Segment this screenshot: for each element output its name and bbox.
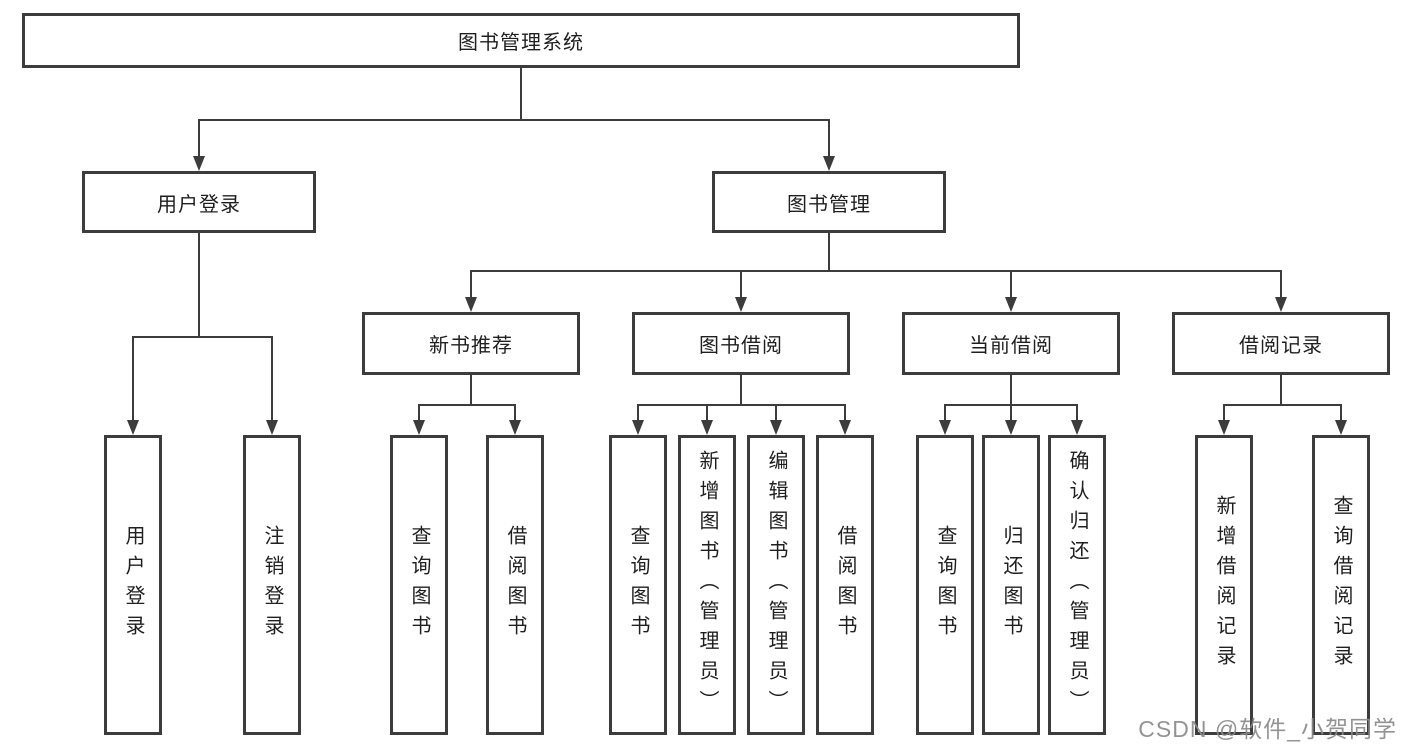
arrow-down-icon xyxy=(735,297,747,312)
leaf-add-borrow-record: 新增借阅记录 xyxy=(1195,435,1253,735)
connector-line xyxy=(1340,404,1342,422)
arrow-down-icon xyxy=(1005,420,1017,435)
connector-line xyxy=(470,270,472,299)
leaf-recommend-borrow-book: 借阅图书 xyxy=(486,435,544,735)
connector-line xyxy=(470,270,1282,272)
node-book-borrow-label: 图书借阅 xyxy=(699,335,783,357)
arrow-down-icon xyxy=(939,420,951,435)
connector-line xyxy=(740,375,742,405)
connector-line xyxy=(1076,404,1078,422)
node-new-book-recommend-label: 新书推荐 xyxy=(429,335,513,357)
connector-line xyxy=(271,336,273,422)
connector-line xyxy=(1223,404,1342,406)
node-book-management: 图书管理 xyxy=(712,171,946,233)
arrow-down-icon xyxy=(632,420,644,435)
arrow-down-icon xyxy=(823,156,835,171)
connector-line xyxy=(514,404,516,422)
arrow-down-icon xyxy=(1275,297,1287,312)
leaf-recommend-borrow-book-label: 借阅图书 xyxy=(504,525,526,645)
connector-line xyxy=(1223,404,1225,422)
leaf-borrow-book-label: 借阅图书 xyxy=(834,525,856,645)
leaf-user-login-label: 用户登录 xyxy=(122,525,144,645)
arrow-down-icon xyxy=(1218,420,1230,435)
node-current-borrow: 当前借阅 xyxy=(902,312,1120,375)
leaf-logout-label: 注销登录 xyxy=(261,525,283,645)
leaf-borrow-query-book: 查询图书 xyxy=(609,435,667,735)
connector-line xyxy=(418,404,516,406)
leaf-logout: 注销登录 xyxy=(243,435,301,735)
arrow-down-icon xyxy=(193,156,205,171)
arrow-down-icon xyxy=(1005,297,1017,312)
leaf-return-book-label: 归还图书 xyxy=(1000,525,1022,645)
connector-line xyxy=(198,233,200,337)
connector-line xyxy=(637,404,639,422)
leaf-edit-book-admin-label: 编辑图书（管理员） xyxy=(765,450,787,720)
connector-line xyxy=(828,119,830,158)
connector-line xyxy=(132,336,273,338)
connector-line xyxy=(706,404,708,422)
arrow-down-icon xyxy=(127,420,139,435)
connector-line xyxy=(198,119,830,121)
leaf-user-login: 用户登录 xyxy=(104,435,162,735)
node-user-login-label: 用户登录 xyxy=(157,193,241,216)
arrow-down-icon xyxy=(1335,420,1347,435)
arrow-down-icon xyxy=(266,420,278,435)
connector-line xyxy=(1280,270,1282,299)
connector-line xyxy=(198,119,200,158)
node-current-borrow-label: 当前借阅 xyxy=(969,335,1053,357)
arrow-down-icon xyxy=(465,297,477,312)
node-root: 图书管理系统 xyxy=(22,13,1020,68)
node-borrow-record-label: 借阅记录 xyxy=(1239,335,1323,357)
connector-line xyxy=(418,404,420,422)
connector-line xyxy=(132,336,134,422)
connector-line xyxy=(520,68,522,121)
arrow-down-icon xyxy=(770,420,782,435)
arrow-down-icon xyxy=(1071,420,1083,435)
connector-line xyxy=(740,270,742,299)
connector-line xyxy=(1010,375,1012,405)
node-book-borrow: 图书借阅 xyxy=(632,312,850,375)
node-borrow-record: 借阅记录 xyxy=(1172,312,1390,375)
leaf-confirm-return-admin-label: 确认归还（管理员） xyxy=(1066,450,1088,720)
leaf-borrow-query-book-label: 查询图书 xyxy=(627,525,649,645)
connector-line xyxy=(1010,404,1012,422)
leaf-current-query-book: 查询图书 xyxy=(916,435,974,735)
leaf-recommend-query-book: 查询图书 xyxy=(390,435,448,735)
leaf-current-query-book-label: 查询图书 xyxy=(934,525,956,645)
leaf-add-book-admin-label: 新增图书（管理员） xyxy=(696,450,718,720)
node-book-management-label: 图书管理 xyxy=(787,193,871,216)
leaf-borrow-book: 借阅图书 xyxy=(816,435,874,735)
leaf-add-borrow-record-label: 新增借阅记录 xyxy=(1213,495,1235,675)
arrow-down-icon xyxy=(839,420,851,435)
arrow-down-icon xyxy=(509,420,521,435)
leaf-return-book: 归还图书 xyxy=(982,435,1040,735)
connector-line xyxy=(944,404,1078,406)
leaf-query-borrow-record-label: 查询借阅记录 xyxy=(1330,495,1352,675)
leaf-add-book-admin: 新增图书（管理员） xyxy=(678,435,736,735)
connector-line xyxy=(1010,270,1012,299)
arrow-down-icon xyxy=(701,420,713,435)
node-new-book-recommend: 新书推荐 xyxy=(362,312,580,375)
connector-line xyxy=(775,404,777,422)
node-user-login: 用户登录 xyxy=(82,171,316,233)
connector-line xyxy=(470,375,472,405)
leaf-query-borrow-record: 查询借阅记录 xyxy=(1312,435,1370,735)
connector-line xyxy=(637,404,846,406)
leaf-edit-book-admin: 编辑图书（管理员） xyxy=(747,435,805,735)
connector-line xyxy=(944,404,946,422)
csdn-watermark: CSDN @软件_小贺同学 xyxy=(1138,716,1397,742)
arrow-down-icon xyxy=(413,420,425,435)
node-root-label: 图书管理系统 xyxy=(458,32,584,54)
leaf-recommend-query-book-label: 查询图书 xyxy=(408,525,430,645)
connector-line xyxy=(844,404,846,422)
connector-line xyxy=(1280,375,1282,405)
leaf-confirm-return-admin: 确认归还（管理员） xyxy=(1048,435,1106,735)
connector-line xyxy=(828,233,830,271)
